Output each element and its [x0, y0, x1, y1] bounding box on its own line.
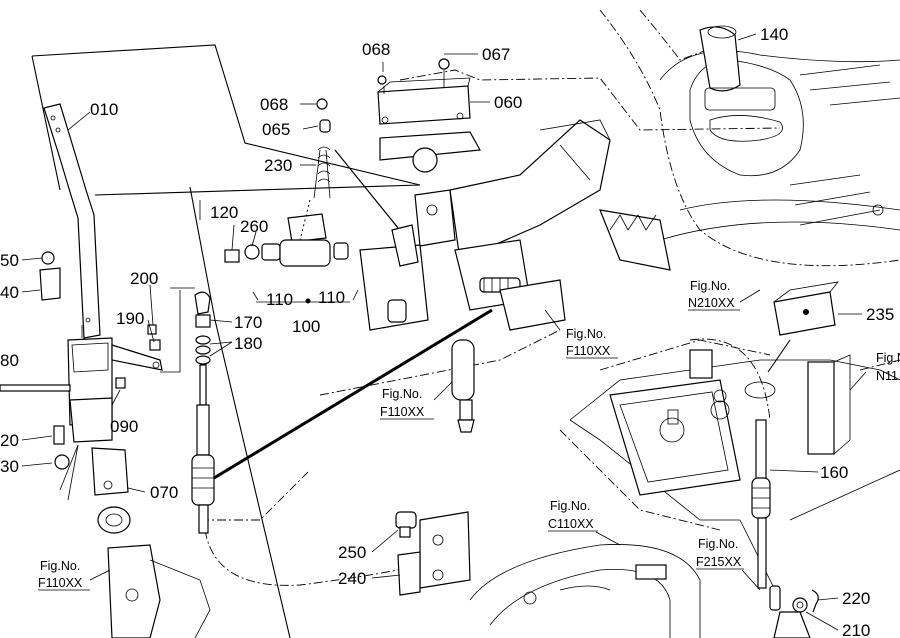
fig-ref-line1: Fig.No. [40, 559, 80, 573]
part-label-210: 210 [842, 621, 870, 638]
fig-ref-line2: F110XX [566, 344, 611, 358]
fig-ref-n210xx: Fig.No. N210XX [688, 279, 740, 311]
fig-ref-c110xx: Fig.No. C110XX [548, 499, 598, 532]
part-label-20: 20 [0, 431, 19, 450]
part-labels: 010 20 30 40 50 060 065 067 068 068 070 … [0, 25, 894, 638]
part-label-120: 120 [210, 203, 238, 222]
leader-lines [21, 33, 867, 631]
part-label-160: 160 [820, 463, 848, 482]
shift-cable-left [160, 287, 493, 534]
part-label-090: 090 [110, 417, 138, 436]
fig-ref-f110xx-center: Fig.No. F110XX [566, 327, 618, 359]
part-label-170: 170 [234, 313, 262, 332]
fig-ref-line2: C110XX [548, 517, 594, 531]
part-label-220: 220 [842, 589, 870, 608]
upper-bracket-assembly [316, 58, 481, 173]
figure-references: Fig.No. F110XX Fig.No. F110XX Fig.No. F1… [38, 279, 900, 591]
part-label-070: 070 [150, 483, 178, 502]
part-label-260: 260 [240, 217, 268, 236]
center-frame [334, 119, 671, 433]
part-label-110-left: 110 [266, 290, 293, 309]
fig-ref-line2: N11 [876, 369, 898, 383]
tractor-body-outline [599, 9, 900, 267]
part-label-250: 250 [338, 543, 366, 562]
fig-ref-f215xx: Fig.No. F215XX [696, 537, 744, 570]
part-label-50: 50 [0, 251, 19, 270]
part-label-40: 40 [0, 283, 19, 302]
fig-ref-line2: F215XX [696, 555, 742, 569]
part-label-235: 235 [866, 305, 894, 324]
block-235 [767, 281, 839, 373]
fig-ref-line2: N210XX [688, 296, 735, 310]
fig-ref-line1: Fig.No. [550, 499, 590, 513]
part-label-065: 065 [262, 120, 290, 139]
part-label-010: 010 [90, 100, 118, 119]
fig-ref-n11: Fig.N N11 [876, 351, 900, 383]
part-label-068-top: 068 [362, 40, 390, 59]
part-label-230: 230 [264, 156, 292, 175]
part-label-100: 100 [292, 317, 320, 336]
part-label-80: 80 [0, 351, 19, 370]
fig-ref-line1: Fig.No. [566, 327, 606, 341]
part-label-110-right: 110 [318, 288, 345, 307]
fig-ref-f110xx-mid: Fig.No. F110XX [380, 387, 434, 420]
shift-cable-right [751, 419, 819, 638]
fig-ref-f110xx-left: Fig.No. F110XX [38, 559, 90, 591]
part-label-067: 067 [482, 45, 510, 64]
part-label-240: 240 [338, 569, 366, 588]
fig-ref-line2: F110XX [380, 405, 425, 419]
shift-lever-assembly [0, 103, 211, 638]
part-label-180: 180 [234, 334, 262, 353]
part-label-068-left: 068 [260, 95, 288, 114]
part-label-200: 200 [130, 269, 158, 288]
fig-ref-line1: Fig.N [876, 351, 900, 365]
lower-bracket [395, 511, 701, 638]
fig-ref-line1: Fig.No. [690, 279, 730, 293]
fig-ref-line1: Fig.No. [382, 387, 422, 401]
fig-ref-line1: Fig.No. [698, 537, 738, 551]
part-label-140: 140 [760, 25, 788, 44]
part-label-30: 30 [0, 457, 19, 476]
part-label-190: 190 [116, 309, 144, 328]
part-label-060: 060 [494, 93, 522, 112]
right-step-panel [569, 349, 900, 521]
fig-ref-line2: F110XX [38, 576, 83, 590]
